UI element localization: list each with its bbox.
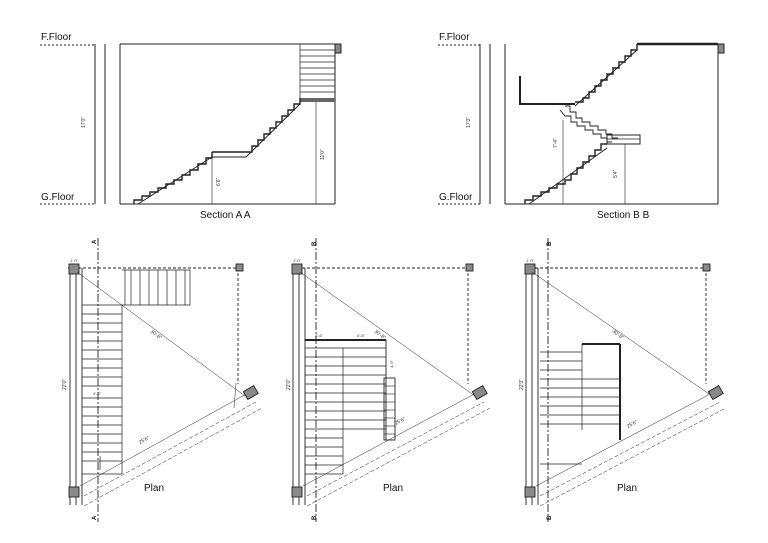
section-bb-ground-floor-label: G.Floor	[439, 192, 473, 203]
plan3-cut-top: B	[547, 241, 553, 246]
slab-block	[334, 43, 342, 54]
column-top-right	[702, 263, 711, 272]
right-dim-line	[233, 382, 237, 409]
column-diagonal	[471, 385, 488, 401]
stair-flight-lower	[133, 152, 213, 204]
section-aa-right-dim: 11'0"	[320, 149, 326, 160]
column-top-right	[465, 263, 474, 272]
stair-flight-upper	[246, 98, 301, 153]
plan3-long-dim: 25'6"	[626, 419, 639, 430]
column-diagonal	[242, 385, 259, 401]
diagonal-long-2	[83, 401, 257, 497]
section-aa-title: Section A A	[200, 210, 251, 221]
slab-block	[717, 43, 725, 54]
plan3-title: Plan	[617, 483, 637, 494]
upper-landing-slab	[300, 98, 335, 102]
lower-flight-soffit	[528, 147, 608, 205]
side-flight-box	[383, 377, 396, 441]
column-top-left	[68, 263, 80, 275]
diagonal-long-3	[306, 407, 491, 507]
plan1-long-dim: 25'6"	[138, 435, 151, 446]
section-aa-first-floor-label: F.Floor	[41, 32, 72, 43]
diagonal-dim-line	[76, 271, 246, 397]
section-bb	[438, 42, 725, 205]
section-aa-height-dim: 17'0"	[81, 117, 87, 128]
stair-flight-lower	[524, 143, 607, 204]
diagonal-long-1	[535, 391, 715, 487]
plan1-length-dim: 22'0"	[62, 379, 68, 390]
column-top-right	[235, 263, 244, 272]
landing-steps	[305, 348, 386, 475]
section-bb-right-dim: 5'4"	[613, 169, 619, 178]
section-aa-ground-floor-label: G.Floor	[41, 192, 75, 203]
plan1-cut-top: A	[92, 239, 98, 244]
diagonal-long-1	[302, 391, 479, 487]
upper-steps-block	[299, 43, 336, 101]
column-bottom-left	[524, 486, 536, 498]
plan2-length-dim: 22'0"	[286, 379, 292, 390]
plan-3	[524, 238, 727, 522]
stair-flight-upper	[575, 44, 638, 103]
flight-steps	[540, 351, 620, 465]
plan3-width-dim: 1'-0"	[526, 258, 535, 263]
plan3-cut-bottom: B	[547, 515, 553, 520]
plan2-title: Plan	[383, 483, 403, 494]
diagonal-long-1	[79, 391, 251, 487]
plan2-landing-left-dim: 4'-6"	[315, 333, 324, 338]
plan2-long-dim: 25'6"	[394, 416, 407, 427]
mid-landing-box	[606, 134, 641, 145]
column-diagonal	[707, 385, 724, 401]
section-bb-title: Section B B	[597, 210, 650, 221]
section-bb-height-dim: 17'0"	[466, 117, 472, 128]
section-aa-landing-dim: 6'6"	[216, 177, 222, 186]
diagonal-long-3	[539, 407, 727, 507]
diagonal-dim-line	[299, 271, 476, 397]
section-bb-mid-dim: 7'-4"	[553, 138, 559, 148]
column-top-left	[524, 263, 536, 275]
section-aa	[40, 43, 342, 205]
plan2-side-dim: 4'-6"	[389, 359, 394, 368]
plan2-landing-right-dim: 4'-6"	[357, 333, 366, 338]
plan-2	[291, 238, 491, 522]
plan3-length-dim: 22'0"	[519, 379, 525, 390]
section-bb-first-floor-label: F.Floor	[439, 32, 470, 43]
column-bottom-left	[291, 486, 303, 498]
plan2-width-dim: 1'-0"	[293, 258, 302, 263]
upper-landing	[519, 76, 575, 105]
diagonal-long-3	[83, 407, 263, 507]
stair-flight-middle	[565, 105, 618, 139]
plan-1	[68, 238, 263, 522]
vertical-flight	[82, 304, 123, 475]
stair-flight-upper-soffit	[245, 103, 301, 158]
diagonal-dim-line	[531, 271, 713, 397]
diagonal-long-2	[539, 401, 721, 497]
upper-flight-soffit	[574, 49, 638, 107]
column-top-left	[291, 263, 303, 275]
plan3-diag-dim: 30'-8"	[611, 329, 625, 341]
column-bottom-left	[68, 486, 80, 498]
plan1-title: Plan	[144, 483, 164, 494]
plan1-cut-bottom: A	[92, 515, 98, 520]
plan1-width-dim: 1'-0"	[70, 258, 79, 263]
plan1-diag-dim: 30'-8"	[149, 329, 163, 341]
side-flight-steps	[384, 385, 395, 435]
top-step-row	[122, 269, 191, 306]
plan2-cut-top: B	[312, 241, 318, 246]
diagonal-long-2	[306, 401, 485, 497]
stair-flight-lower-soffit	[137, 156, 213, 205]
stair-flight-middle-lower	[559, 109, 612, 143]
plan2-cut-bottom: B	[312, 515, 318, 520]
plan1-mid-dim: 4'-6"	[93, 391, 102, 396]
